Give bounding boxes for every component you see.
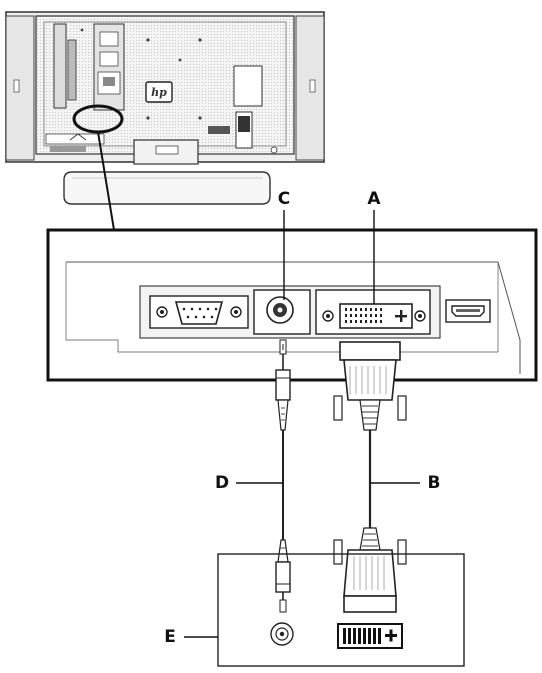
hp-logo: hp: [145, 81, 173, 103]
callout-b: B: [428, 473, 441, 493]
zoom-leader-line: [97, 131, 115, 231]
computer-back-panel: [217, 553, 465, 667]
computer-dvi-icon: [337, 623, 403, 649]
audio-in-port: [253, 289, 311, 335]
serial-port: [149, 295, 249, 329]
audio-cable: [275, 339, 291, 613]
callout-d: D: [215, 473, 229, 493]
computer-audio-out: [270, 622, 294, 646]
hp-logo-text: hp: [151, 86, 167, 99]
callout-a: A: [367, 189, 381, 209]
dvi-cable: [333, 341, 407, 613]
dvi-port: [315, 289, 431, 335]
callout-e: E: [164, 627, 176, 647]
callout-c: C: [278, 189, 290, 209]
monitor-back: hp: [5, 11, 325, 205]
hdmi-port: [445, 299, 491, 323]
port-panel-zoom: [46, 228, 538, 382]
